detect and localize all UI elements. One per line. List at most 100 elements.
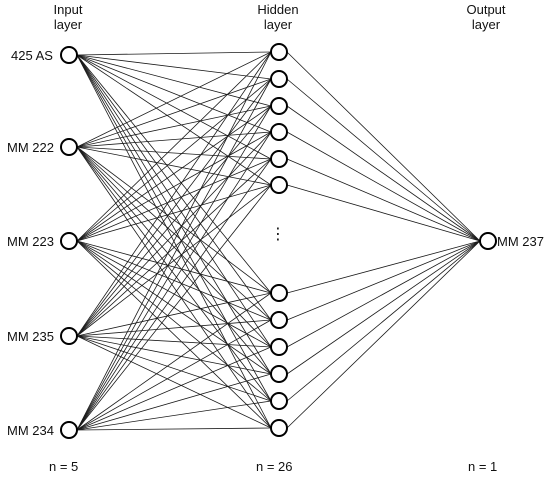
- input-node-1: [60, 138, 78, 156]
- edge-hidden-8-output: [286, 240, 481, 348]
- edge-hidden-4-output: [286, 158, 481, 242]
- edge-input-4-hidden-5: [76, 184, 272, 431]
- input-node-label-4: MM 234: [7, 423, 54, 438]
- edge-hidden-7-output: [286, 240, 481, 321]
- hidden-layer-title: Hidden layer: [238, 2, 318, 32]
- edge-input-1-hidden-10: [76, 146, 272, 402]
- input-node-label-1: MM 222: [7, 140, 54, 155]
- edge-input-1-hidden-0: [76, 51, 272, 148]
- input-layer-title-line1: Input: [53, 2, 83, 17]
- edge-input-0-hidden-9: [76, 54, 272, 375]
- edge-input-2-hidden-1: [76, 78, 272, 242]
- input-node-label-2: MM 223: [7, 234, 54, 249]
- edge-input-1-hidden-2: [76, 105, 272, 148]
- edge-input-0-hidden-7: [76, 54, 272, 321]
- edge-input-4-hidden-9: [76, 373, 272, 431]
- output-layer-title-line2: layer: [471, 17, 501, 32]
- hidden-layer-title-line2: layer: [263, 17, 293, 32]
- edge-input-1-hidden-4: [76, 146, 272, 160]
- edge-hidden-9-output: [286, 240, 481, 375]
- edge-input-2-hidden-10: [76, 240, 272, 402]
- edge-input-4-hidden-4: [76, 158, 272, 431]
- edge-input-4-hidden-0: [76, 51, 272, 431]
- edge-input-3-hidden-4: [76, 158, 272, 337]
- edge-input-3-hidden-8: [76, 335, 272, 348]
- edge-input-0-hidden-4: [76, 54, 272, 160]
- output-node: [479, 232, 497, 250]
- edge-input-3-hidden-2: [76, 105, 272, 337]
- output-layer-title: Output layer: [446, 2, 526, 32]
- edge-input-3-hidden-11: [76, 335, 272, 429]
- hidden-node-5: [270, 176, 288, 194]
- input-layer-title: Input layer: [28, 2, 108, 32]
- edge-input-3-hidden-0: [76, 51, 272, 337]
- edge-hidden-0-output: [286, 51, 481, 242]
- edge-input-4-hidden-1: [76, 78, 272, 431]
- edge-input-4-hidden-6: [76, 292, 272, 431]
- hidden-node-10: [270, 392, 288, 410]
- input-node-label-0: 425 AS: [11, 48, 53, 63]
- input-node-3: [60, 327, 78, 345]
- edge-hidden-10-output: [286, 240, 481, 402]
- hidden-node-6: [270, 284, 288, 302]
- edge-input-0-hidden-6: [76, 54, 272, 294]
- hidden-layer-count: n = 26: [256, 459, 293, 474]
- edge-input-4-hidden-10: [76, 400, 272, 431]
- edge-input-3-hidden-3: [76, 131, 272, 337]
- input-layer-count: n = 5: [49, 459, 79, 474]
- edge-hidden-6-output: [286, 240, 481, 294]
- edge-input-0-hidden-3: [76, 54, 272, 133]
- edge-input-0-hidden-2: [76, 54, 272, 107]
- edge-input-0-hidden-0: [76, 51, 272, 56]
- edge-input-2-hidden-5: [76, 184, 272, 242]
- output-layer-count: n = 1: [468, 459, 498, 474]
- hidden-node-8: [270, 338, 288, 356]
- input-node-4: [60, 421, 78, 439]
- input-node-0: [60, 46, 78, 64]
- edge-input-2-hidden-2: [76, 105, 272, 242]
- edge-input-3-hidden-7: [76, 319, 272, 337]
- edge-hidden-5-output: [286, 184, 481, 242]
- hidden-node-1: [270, 70, 288, 88]
- hidden-node-4: [270, 150, 288, 168]
- edge-input-4-hidden-3: [76, 131, 272, 431]
- edge-input-3-hidden-1: [76, 78, 272, 337]
- edge-input-4-hidden-2: [76, 105, 272, 431]
- edge-input-2-hidden-11: [76, 240, 272, 429]
- edge-input-1-hidden-11: [76, 146, 272, 429]
- edge-input-4-hidden-7: [76, 319, 272, 431]
- edge-hidden-11-output: [286, 240, 481, 429]
- hidden-node-7: [270, 311, 288, 329]
- edge-input-0-hidden-5: [76, 54, 272, 186]
- edge-input-0-hidden-10: [76, 54, 272, 402]
- hidden-node-9: [270, 365, 288, 383]
- hidden-node-2: [270, 97, 288, 115]
- edge-input-4-hidden-11: [76, 427, 272, 431]
- hidden-layer-title-line1: Hidden: [257, 2, 299, 17]
- hidden-node-11: [270, 419, 288, 437]
- input-layer-title-line2: layer: [53, 17, 83, 32]
- input-node-label-3: MM 235: [7, 329, 54, 344]
- edge-input-0-hidden-1: [76, 54, 272, 80]
- edge-input-1-hidden-3: [76, 131, 272, 148]
- connections: [76, 51, 481, 431]
- output-node-label: MM 237: [497, 234, 544, 249]
- edge-input-3-hidden-5: [76, 184, 272, 337]
- edge-input-1-hidden-1: [76, 78, 272, 148]
- edge-hidden-3-output: [286, 131, 481, 242]
- hidden-node-3: [270, 123, 288, 141]
- hidden-node-0: [270, 43, 288, 61]
- edge-input-0-hidden-8: [76, 54, 272, 348]
- edge-hidden-2-output: [286, 105, 481, 242]
- edge-hidden-1-output: [286, 78, 481, 242]
- output-layer-title-line1: Output: [466, 2, 506, 17]
- edge-input-2-hidden-3: [76, 131, 272, 242]
- edge-input-3-hidden-6: [76, 292, 272, 337]
- edge-input-2-hidden-6: [76, 240, 272, 294]
- edge-input-3-hidden-10: [76, 335, 272, 402]
- edge-input-3-hidden-9: [76, 335, 272, 375]
- edge-input-2-hidden-0: [76, 51, 272, 242]
- edge-input-4-hidden-8: [76, 346, 272, 431]
